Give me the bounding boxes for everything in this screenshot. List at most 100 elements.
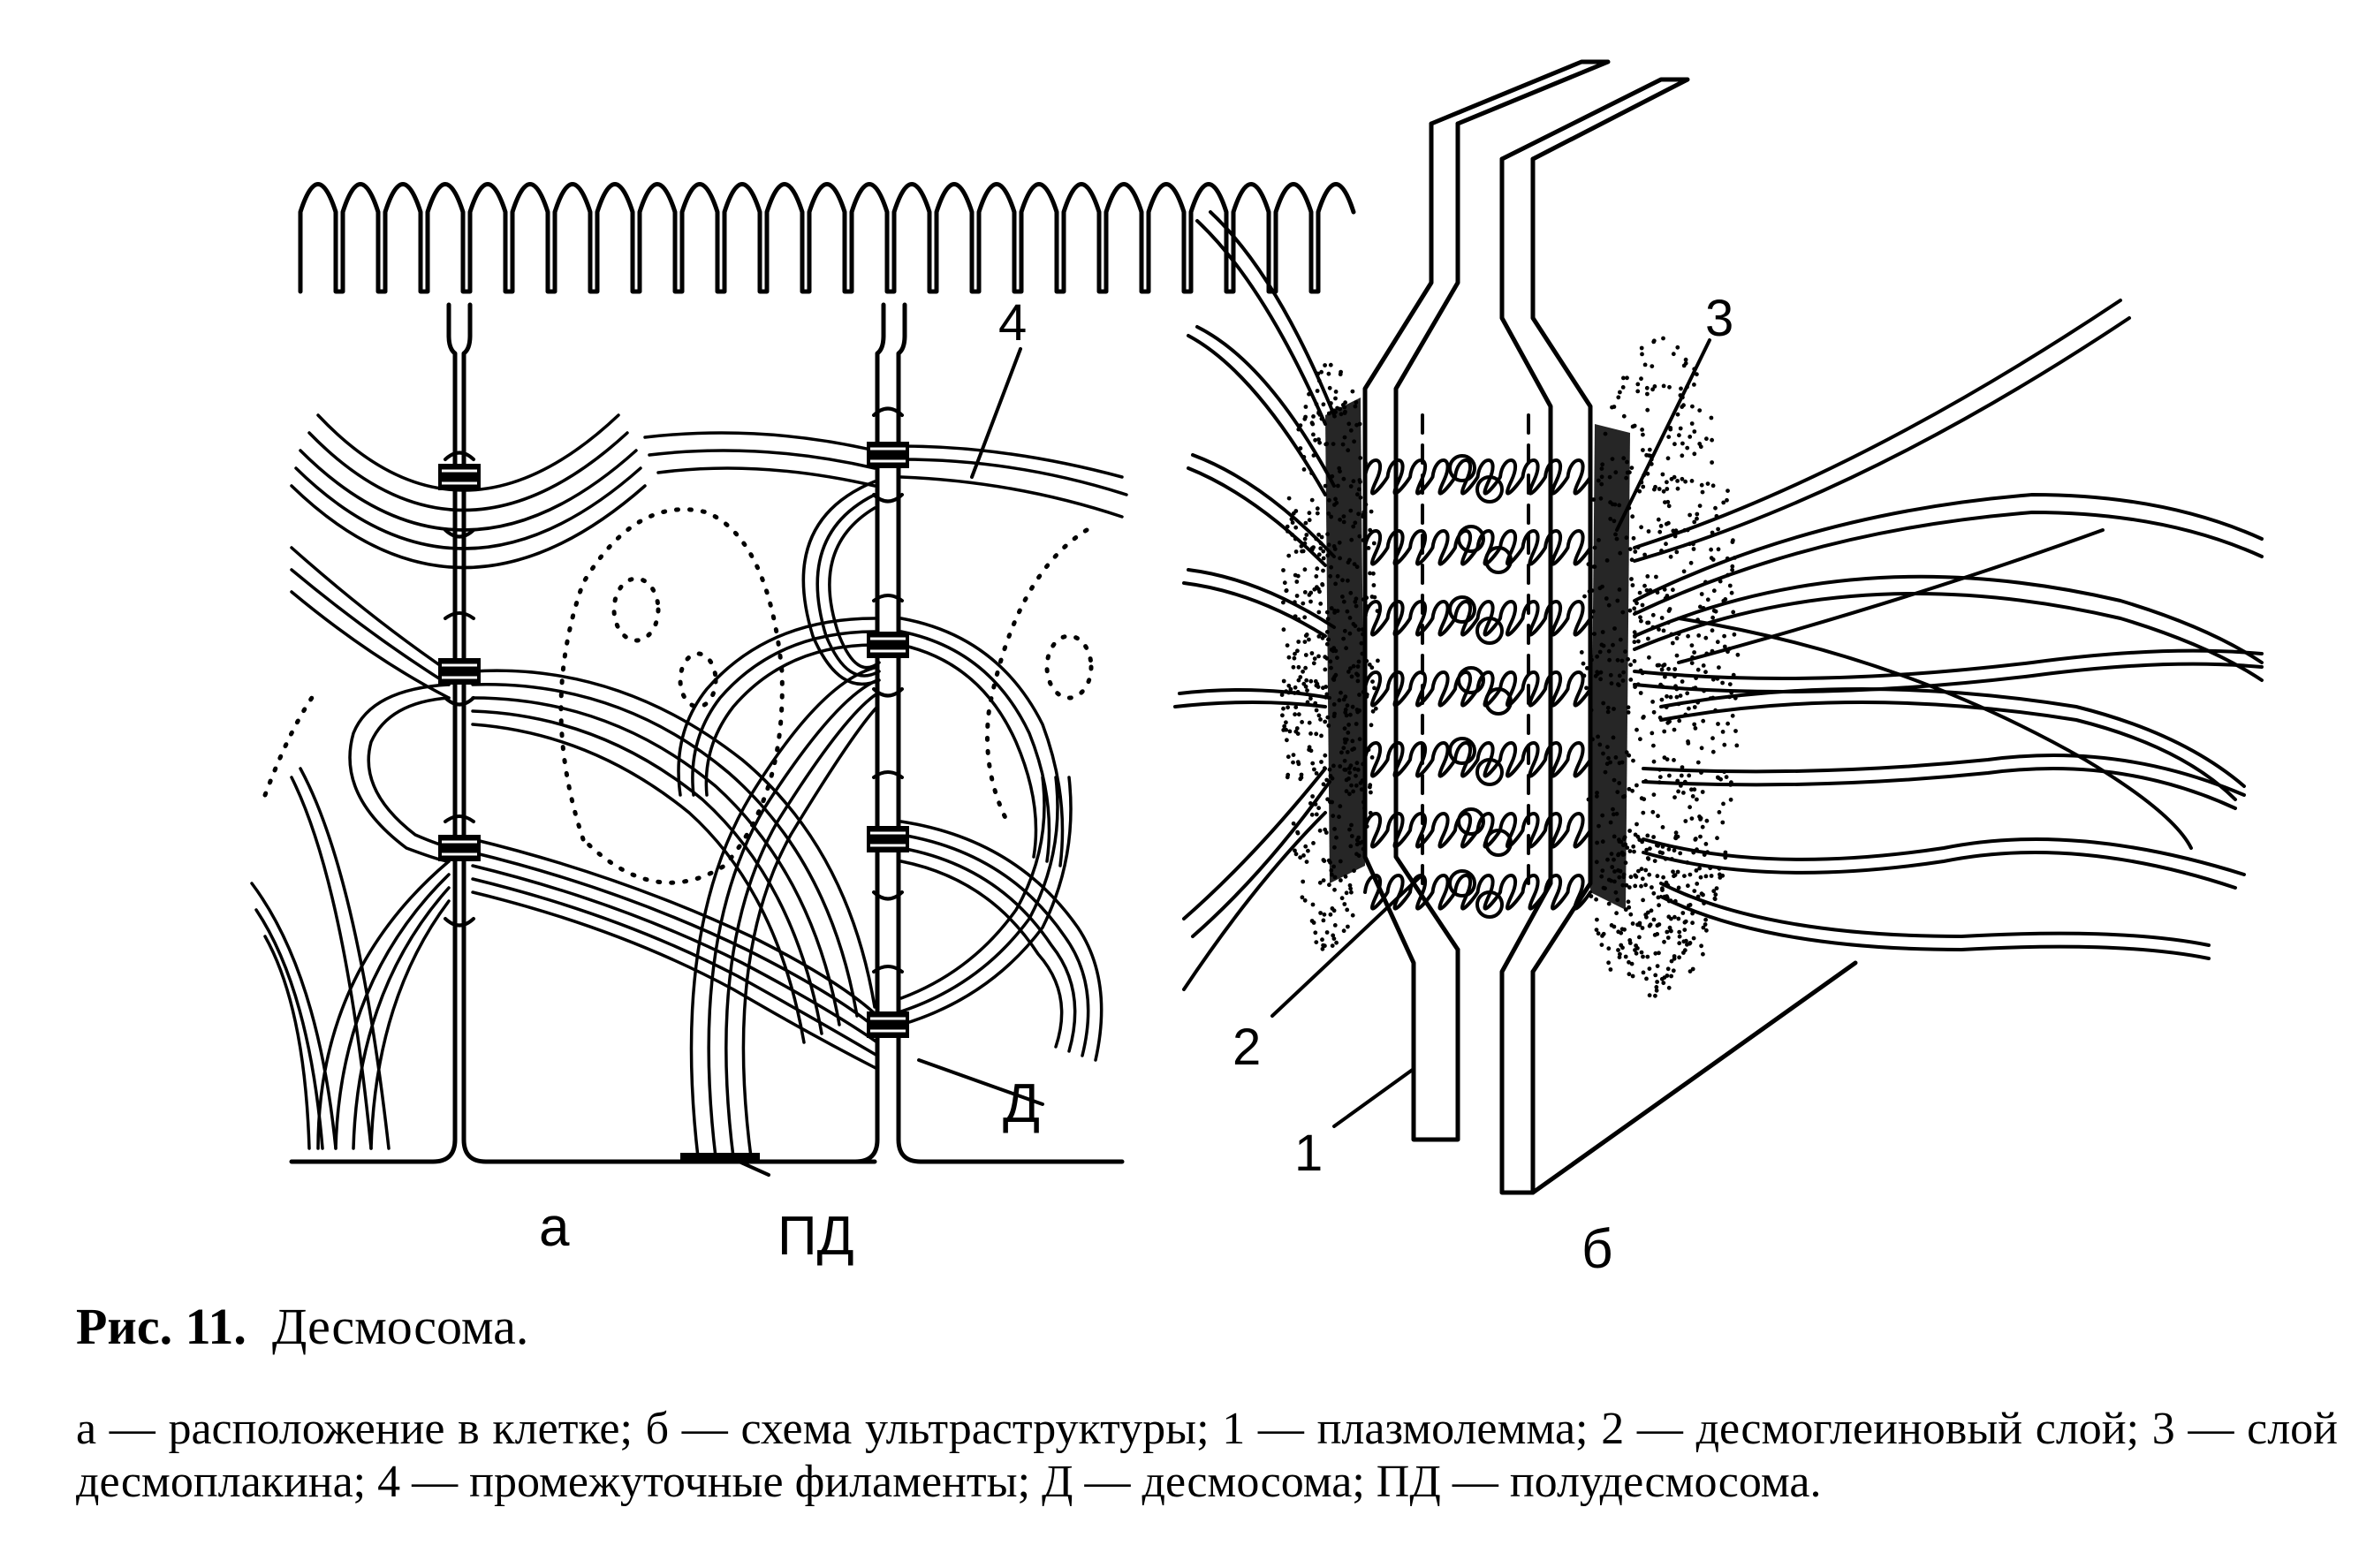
stipple-dot — [1650, 612, 1656, 617]
stipple-dot — [1628, 663, 1633, 667]
right-cell-junction — [853, 302, 1125, 1164]
stipple-dot — [1672, 667, 1678, 671]
stipple-dot — [1671, 968, 1676, 973]
stipple-dot — [1329, 665, 1333, 670]
stipple-dot — [1301, 879, 1306, 884]
stipple-dot — [1347, 766, 1352, 770]
stipple-dot — [1619, 930, 1624, 935]
stipple-dot — [1331, 864, 1336, 869]
stipple-dot — [1287, 729, 1293, 734]
stipple-dot — [1309, 651, 1315, 655]
stipple-dot — [1304, 678, 1309, 683]
stipple-dot — [1695, 882, 1700, 886]
stipple-dot — [1341, 636, 1346, 641]
stipple-dot — [1617, 673, 1622, 678]
stipple-dot — [1321, 782, 1326, 787]
stipple-dot — [1337, 466, 1342, 471]
stipple-dot — [1711, 889, 1717, 894]
stipple-dot — [1689, 479, 1695, 483]
stipple-dot — [1309, 497, 1315, 503]
stipple-dot — [1647, 966, 1652, 971]
stipple-dot — [1676, 789, 1680, 794]
stipple-dot — [1685, 691, 1690, 696]
stipple-dot — [1628, 912, 1634, 917]
stipple-dot — [1347, 616, 1353, 620]
stipple-dot — [1614, 536, 1619, 542]
stipple-dot — [1295, 648, 1300, 654]
stipple-dot — [1644, 385, 1650, 390]
stipple-dot — [1625, 375, 1629, 381]
stipple-dot — [1635, 834, 1641, 839]
stipple-dot — [1661, 875, 1665, 880]
desmoglein-strand — [1363, 458, 1592, 496]
stipple-dot — [1608, 820, 1613, 825]
stipple-dot — [1303, 844, 1308, 849]
stipple-dot — [1640, 428, 1644, 432]
stipple-dot — [1606, 901, 1612, 906]
stipple-dot — [1286, 705, 1290, 710]
stipple-dot — [1331, 442, 1336, 446]
figure-title: Десмосома. — [271, 1298, 529, 1355]
stipple-dot — [1695, 372, 1699, 377]
stipple-dot — [1639, 950, 1644, 955]
stipple-dot — [1621, 794, 1626, 799]
stipple-dot — [1717, 665, 1721, 670]
stipple-dot — [1734, 743, 1740, 748]
stipple-dot — [1307, 511, 1312, 516]
stipple-dot — [1620, 678, 1626, 683]
stipple-dot — [1619, 943, 1624, 948]
stipple-dot — [1345, 609, 1350, 614]
stipple-dot — [1667, 925, 1672, 930]
stipple-dot — [1620, 385, 1626, 390]
stipple-dot — [1620, 610, 1626, 615]
stipple-dot — [1307, 720, 1312, 725]
stipple-dot — [1692, 650, 1696, 655]
stipple-dot — [1344, 789, 1349, 794]
stipple-dot — [1663, 500, 1667, 504]
stipple-dot — [1345, 907, 1350, 913]
stipple-dot — [1321, 549, 1326, 554]
stipple-dot — [1307, 518, 1312, 523]
stipple-dot — [1352, 868, 1356, 874]
stipple-dot — [1293, 572, 1298, 578]
stipple-dot — [1732, 632, 1737, 637]
stipple-dot — [1674, 694, 1680, 700]
stipple-dot — [1316, 532, 1321, 537]
stipple-dot — [1639, 376, 1643, 382]
stipple-dot — [1294, 726, 1300, 731]
stipple-dot — [1286, 655, 1292, 660]
stipple-dot — [1705, 597, 1710, 602]
stipple-dot — [1657, 775, 1663, 779]
stipple-dot — [1351, 622, 1356, 626]
stipple-dot — [1603, 769, 1608, 775]
stipple-dot — [1720, 680, 1725, 686]
stipple-dot — [1689, 787, 1694, 792]
stipple-dot — [1597, 649, 1603, 655]
stipple-dot — [1666, 985, 1672, 990]
stipple-dot — [1342, 758, 1347, 763]
stipple-dot — [1687, 706, 1691, 711]
stipple-dot — [1639, 867, 1644, 872]
stipple-dot — [1673, 836, 1679, 841]
stipple-dot — [1703, 635, 1709, 640]
stipple-dot — [1347, 770, 1352, 775]
stipple-dot — [1697, 442, 1703, 446]
stipple-dot — [1735, 652, 1741, 657]
stipple-dot — [1635, 389, 1641, 394]
stipple-dot — [1636, 639, 1641, 644]
stipple-dot — [1355, 672, 1361, 678]
stipple-dot — [1596, 931, 1601, 936]
stipple-dot — [1665, 480, 1669, 485]
label-filaments: 4 — [998, 294, 1027, 352]
stipple-dot — [1347, 792, 1352, 797]
stipple-dot — [1651, 917, 1657, 922]
stipple-dot — [1675, 869, 1680, 875]
stipple-dot — [1655, 932, 1660, 936]
stipple-dot — [1592, 564, 1597, 569]
stipple-dot — [1639, 618, 1643, 624]
stipple-dot — [1298, 855, 1302, 860]
stipple-dot — [1315, 389, 1320, 393]
stipple-dot — [1613, 755, 1619, 760]
stipple-dot — [1612, 924, 1617, 929]
stipple-dot — [1660, 851, 1665, 855]
